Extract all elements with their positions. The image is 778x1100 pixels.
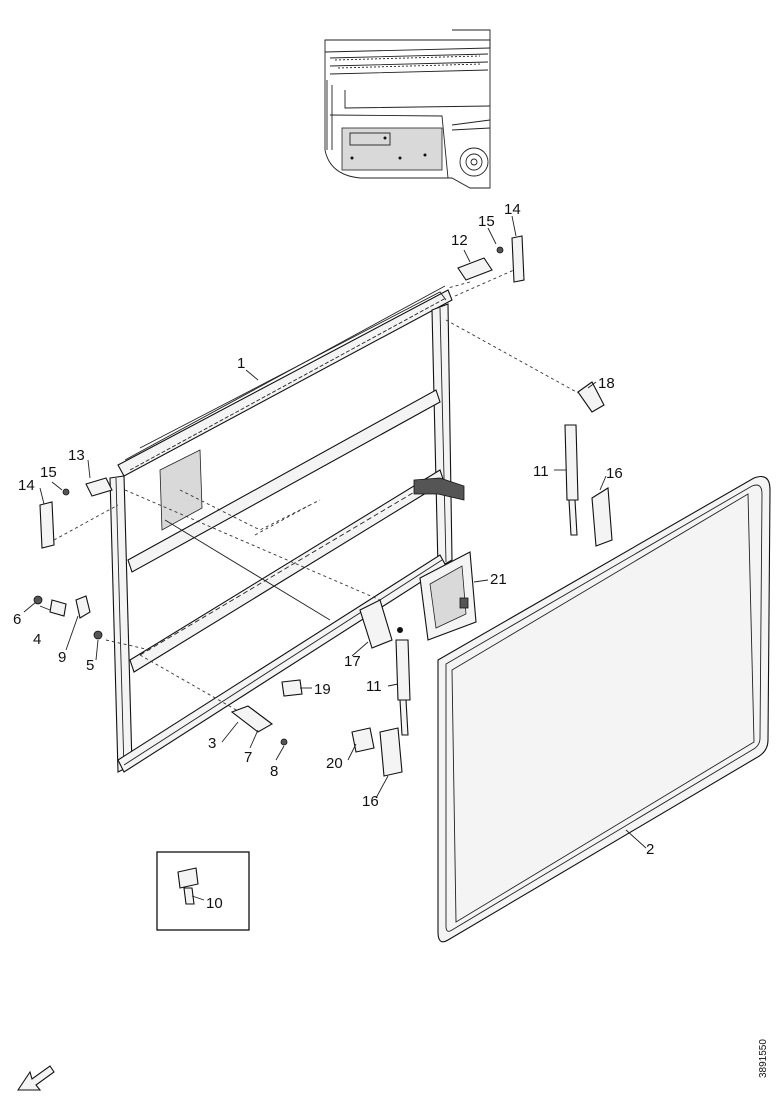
label-19: 19 (314, 681, 331, 698)
latch-parts (230, 679, 303, 746)
label-4: 4 (33, 631, 41, 648)
window-panel (437, 475, 771, 943)
label-1: 1 (237, 355, 245, 372)
label-17: 17 (344, 653, 361, 670)
callout-labels: 1 2 3 4 5 6 7 8 9 10 11 11 12 13 14 14 1… (13, 201, 654, 912)
inspection-cover (419, 551, 477, 641)
label-12: 12 (451, 232, 468, 249)
label-11-upper: 11 (533, 463, 549, 480)
label-3: 3 (208, 735, 216, 752)
label-16-lower: 16 (362, 793, 379, 810)
label-20: 20 (326, 755, 343, 772)
label-8: 8 (270, 763, 278, 780)
label-21: 21 (490, 571, 507, 588)
frame-assembly (109, 285, 465, 773)
label-11-lower: 11 (366, 678, 382, 695)
gas-strut-upper-right (445, 319, 613, 547)
leader-lines (23, 215, 647, 901)
label-9: 9 (58, 649, 66, 666)
hinge-left (39, 477, 119, 549)
label-7: 7 (244, 749, 252, 766)
label-16-upper: 16 (606, 465, 623, 482)
label-15-left: 15 (40, 464, 57, 481)
drawing-number: 3891550 (758, 1039, 769, 1078)
label-13: 13 (68, 447, 85, 464)
gas-strut-lower (351, 599, 411, 777)
vehicle-location-view (324, 29, 491, 189)
label-18: 18 (598, 375, 615, 392)
label-15-right: 15 (478, 213, 495, 230)
label-6: 6 (13, 611, 21, 628)
direction-arrow (16, 1065, 55, 1091)
fasteners-left (33, 595, 151, 651)
detail-inset-10 (156, 851, 250, 931)
hinge-upper-right (447, 235, 525, 297)
label-5: 5 (86, 657, 94, 674)
label-10: 10 (206, 895, 223, 912)
label-14-left: 14 (18, 477, 35, 494)
label-14-right: 14 (504, 201, 521, 218)
label-2: 2 (646, 841, 654, 858)
